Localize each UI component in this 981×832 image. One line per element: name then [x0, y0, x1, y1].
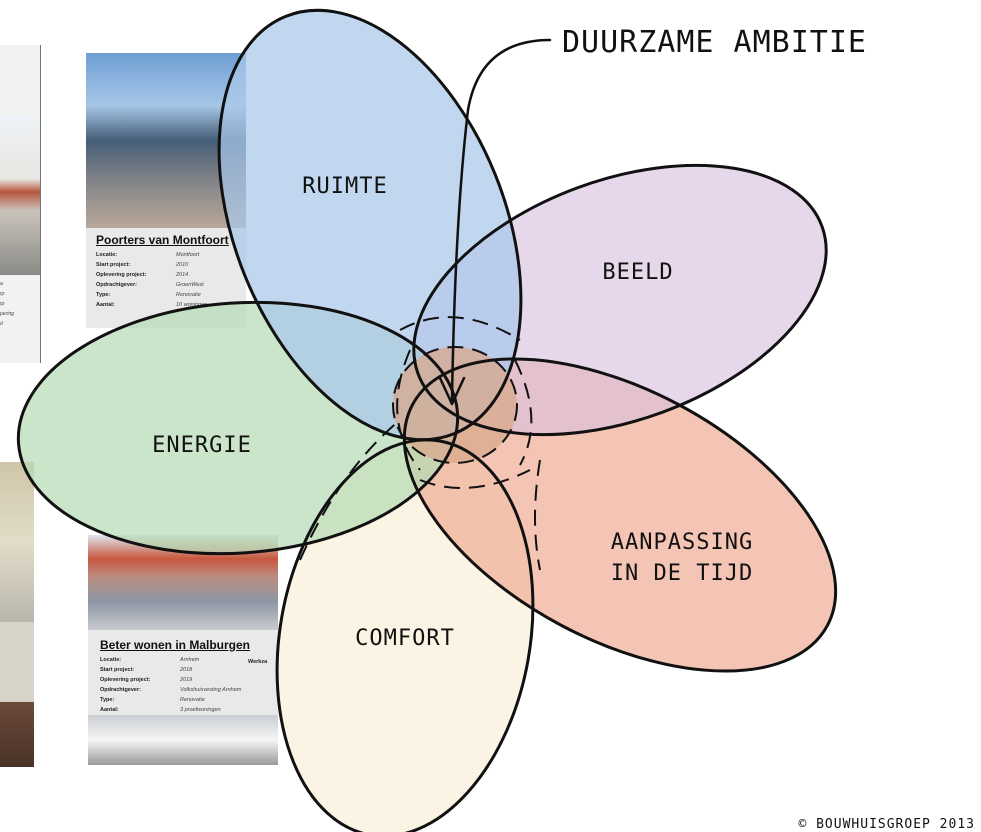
- bg-photo-wall-left: [0, 702, 34, 767]
- detail-row: Type:Renovatie: [100, 697, 205, 703]
- overlap-dash-center-left: [396, 349, 421, 471]
- petal-label-beeld: BEELD: [602, 260, 673, 285]
- bg-card-top: Poorters van Montfoort Locatie:Montfoort…: [86, 53, 246, 328]
- bg-card-bottom-extra: Werkza: [248, 659, 268, 665]
- detail-row: Opdrachtgever:GroenWest: [96, 282, 204, 288]
- diagram-title: DUURZAME AMBITIE: [562, 25, 867, 60]
- detail-row: Locatie:Arnhem: [100, 657, 200, 663]
- detail-row: Start project:2010: [96, 262, 189, 268]
- petal-aanpassing: [404, 358, 836, 672]
- detail-row: Oplevering project:2014: [96, 272, 189, 278]
- bg-card-bottom: Beter wonen in Malburgen Werkza Locatie:…: [88, 535, 278, 765]
- bg-photo-building-left: [0, 462, 34, 622]
- bg-left-card-lines: a rp rp pering d: [0, 281, 14, 327]
- center-circle-outline: [392, 346, 518, 464]
- bg-card-left-bottom: [0, 462, 34, 767]
- ambition-arrowhead: [438, 376, 466, 406]
- overlap-dash-comfort: [299, 419, 401, 561]
- bg-card-bottom-title: Beter wonen in Malburgen: [100, 638, 251, 652]
- petal-label-energie: ENERGIE: [152, 433, 252, 458]
- petal-outline-ruimte: [217, 8, 523, 442]
- petal-beeld: [413, 165, 827, 435]
- petal-outline-comfort: [275, 438, 535, 832]
- bg-photo-parked-car: [88, 715, 278, 765]
- petal-label-comfort: COMFORT: [355, 626, 455, 651]
- detail-row: Type:Renovatie: [96, 292, 201, 298]
- detail-row: Start project:2018: [100, 667, 193, 673]
- bg-card-bottom-details: Locatie:Arnhem Start project:2018 Opleve…: [100, 655, 241, 715]
- overlap-dash-center-top: [399, 316, 521, 341]
- detail-row: Oplevering project:2019: [100, 677, 193, 683]
- bg-card-left-top: a rp rp pering d: [0, 45, 41, 363]
- detail-row: Aantal:10 woningen: [96, 302, 208, 308]
- petal-label-aanpassing-line2: IN DE TIJD: [611, 561, 753, 586]
- petal-label-aanpassing-line1: AANPASSING: [611, 530, 753, 555]
- detail-row: Locatie:Montfoort: [96, 252, 200, 258]
- bg-photo-house-left: [0, 115, 40, 275]
- ambition-arrow: [450, 38, 552, 402]
- credit-text: © BOUWHUISGROEP 2013: [798, 817, 975, 832]
- bg-card-top-details: Locatie:Montfoort Start project:2010 Opl…: [96, 250, 207, 310]
- overlap-dash-center-right: [514, 359, 533, 466]
- detail-row: Opdrachtgever:Volkshuisvesting Arnhem: [100, 687, 242, 693]
- detail-row: Aantal:3 proefwoningen: [100, 707, 221, 713]
- petal-label-ruimte: RUIMTE: [302, 174, 387, 199]
- bg-card-top-title: Poorters van Montfoort: [96, 233, 229, 247]
- overlap-dash-aanpassing: [534, 459, 541, 571]
- petal-ruimte: [219, 10, 521, 440]
- overlap-dash-center-bottom: [419, 469, 531, 489]
